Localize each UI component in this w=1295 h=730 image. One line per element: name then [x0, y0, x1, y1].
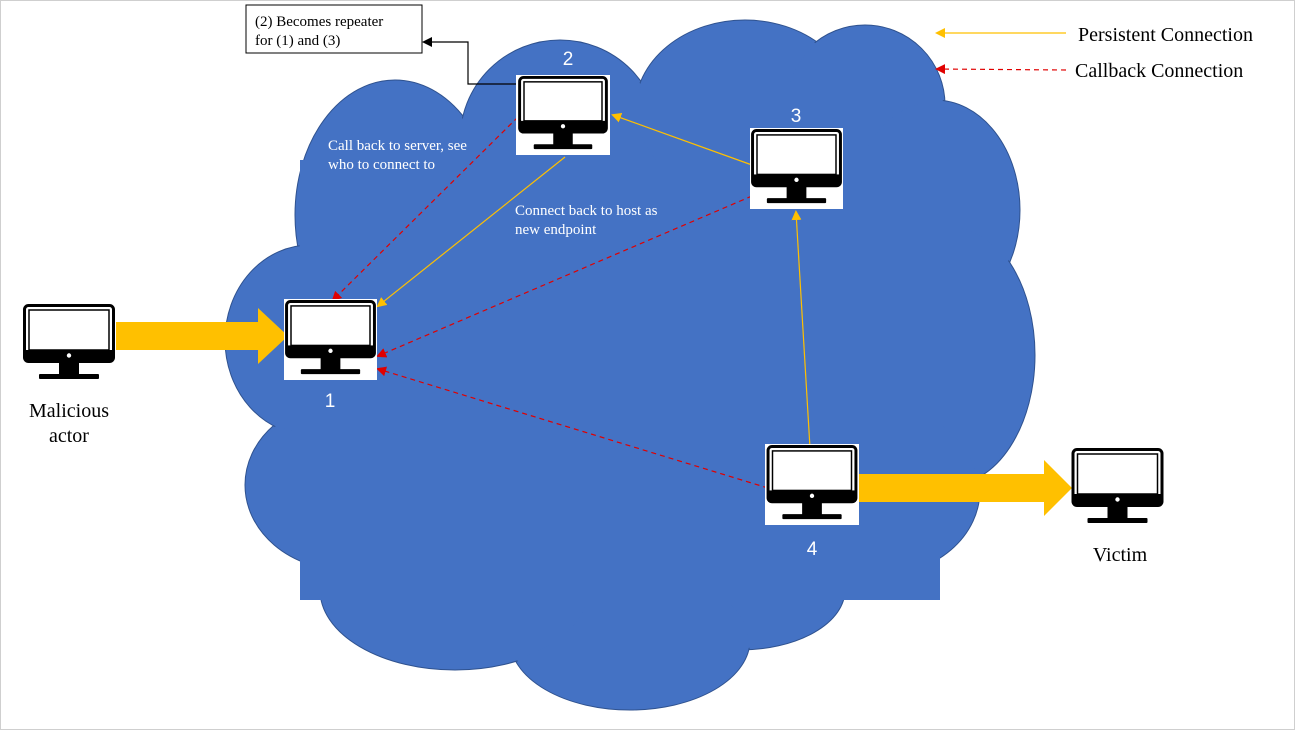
- legend-callback-label: Callback Connection: [1075, 60, 1243, 82]
- persistent-line-n3-n2: [611, 113, 753, 166]
- node-2: [516, 75, 610, 155]
- node-4-label: 4: [807, 539, 818, 560]
- callback-line-n2-n1: [331, 116, 519, 302]
- repeater-callout-line1: (2) Becomes repeater: [255, 14, 383, 30]
- callback-line-n3-n1: [376, 195, 753, 358]
- persistent-line-n4-n3: [791, 210, 811, 449]
- node-1: [284, 299, 377, 380]
- callback-annotation-line1: Call back to server, see: [328, 138, 467, 154]
- legend: Persistent Connection Callback Connectio…: [935, 24, 1253, 82]
- victim-label: Victim: [1093, 544, 1148, 566]
- node-2-label: 2: [563, 49, 574, 70]
- legend-callback-swatch: [935, 64, 1067, 75]
- node-3-label: 3: [791, 106, 802, 127]
- persistent-line-n2-n1: [376, 156, 566, 308]
- repeater-callout-line2: for (1) and (3): [255, 33, 340, 49]
- node-4: [765, 444, 859, 525]
- connect-annotation-line1: Connect back to host as: [515, 203, 658, 219]
- node4-to-victim-thick-arrow: [858, 460, 1072, 516]
- repeater-callout: (2) Becomes repeater for (1) and (3): [245, 4, 423, 54]
- callback-annotation-line2: who to connect to: [328, 157, 435, 173]
- actor-to-node1-thick-arrow: [116, 308, 288, 364]
- repeater-callout-connector: [422, 37, 518, 85]
- node-1-label: 1: [325, 391, 336, 412]
- callback-line-n4-n1: [376, 366, 769, 489]
- malicious-actor-label-line2: actor: [49, 425, 89, 447]
- legend-persistent-label: Persistent Connection: [1078, 24, 1253, 46]
- node-3: [750, 128, 843, 209]
- connect-annotation-line2: new endpoint: [515, 222, 597, 238]
- malicious-actor-label-line1: Malicious: [29, 400, 109, 422]
